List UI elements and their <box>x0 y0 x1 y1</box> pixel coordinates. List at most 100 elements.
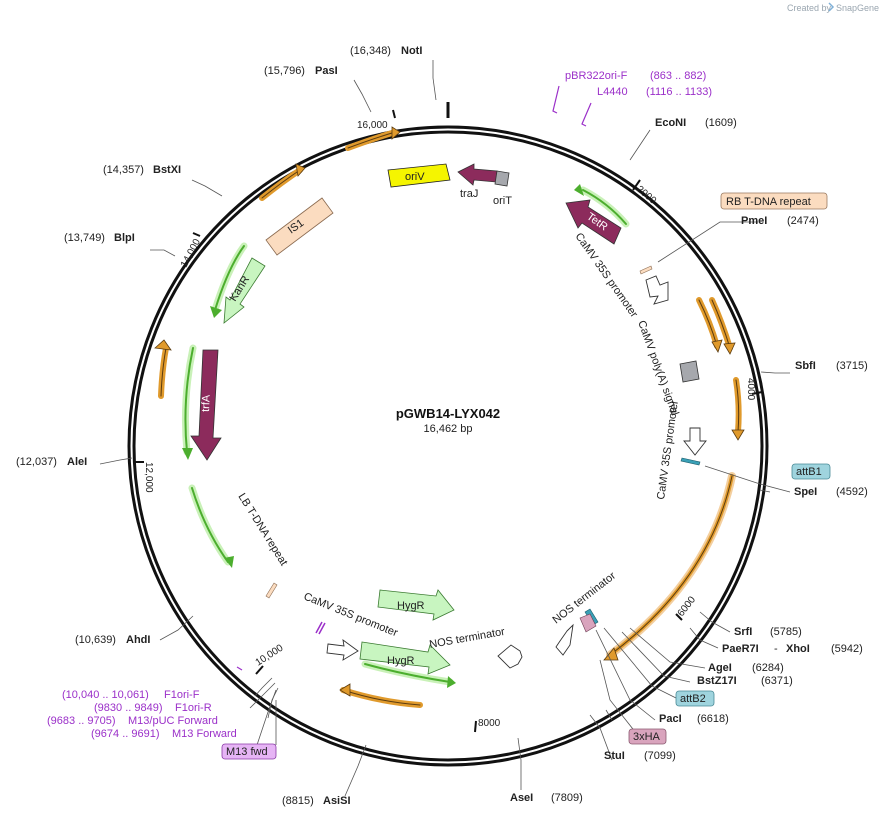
site-stuI: StuI <box>604 750 625 762</box>
site-bstxI: BstXI <box>153 164 181 176</box>
tick-16000 <box>392 109 396 119</box>
tick-label-4000: 4000 <box>745 378 756 401</box>
feature-kanr <box>223 257 266 324</box>
boxed-3xha: 3xHA <box>628 728 667 745</box>
site-notI: NotI <box>401 45 422 57</box>
site-aseI: AseI <box>510 792 533 804</box>
orf-arc-8800 <box>340 687 423 708</box>
primer-labels: pBR322ori-F (863 .. 882) L4440 (1116 .. … <box>47 70 712 740</box>
site-blpI: BlpI <box>114 232 135 244</box>
primer-marks <box>236 85 592 671</box>
site-pasI-pos: (15,796) <box>264 65 305 77</box>
feature-nos-terminator-2 <box>555 623 574 656</box>
site-sbfI-pos: (3715) <box>836 360 868 372</box>
feature-hygr-lower <box>359 641 451 675</box>
site-econI-pos: (1609) <box>705 117 737 129</box>
site-paer7I-pos: (5942) <box>831 643 863 655</box>
primer-pbr322ori-f: pBR322ori-F <box>565 70 628 82</box>
site-asisI-pos: (8815) <box>282 795 314 807</box>
green-arc-1800 <box>582 189 627 225</box>
tick-label-8000: 8000 <box>478 718 501 729</box>
orf-arrowheads <box>154 126 745 697</box>
boxed-attb2: attB2 <box>675 690 715 707</box>
green-arc-11500 <box>191 487 229 563</box>
label-nos-terminator-1: NOS terminator <box>428 626 506 651</box>
tick-4000 <box>751 391 763 395</box>
label-hygr-lower: HygR <box>387 655 415 667</box>
feature-camv-promoter-2 <box>683 427 707 456</box>
boxed-rb-repeat-text: RB T-DNA repeat <box>726 196 811 208</box>
label-traj: traJ <box>460 188 478 200</box>
site-stuI-pos: (7099) <box>644 750 676 762</box>
site-paer7I: PaeR7I <box>722 643 759 655</box>
site-ageI: AgeI <box>708 662 732 674</box>
feature-3xha-mark <box>579 613 597 633</box>
tick-14000 <box>192 232 201 237</box>
feature-orit <box>494 170 510 187</box>
tick-label-12000: 12,000 <box>143 462 154 493</box>
site-srfI: SrfI <box>734 626 752 638</box>
site-blpI-pos: (13,749) <box>64 232 105 244</box>
feature-traj <box>457 163 498 186</box>
label-camv-promoter-2: CaMV 35S promoter <box>655 399 681 500</box>
green-arcs <box>181 186 630 686</box>
orf-arc-5000 <box>608 474 734 657</box>
label-orit: oriT <box>493 195 512 207</box>
boxed-3xha-text: 3xHA <box>633 731 661 743</box>
site-pacI: PacI <box>659 713 682 725</box>
feature-rb-repeat-mark <box>639 265 653 275</box>
primer-m13puc-fwd-range: (9683 .. 9705) <box>47 715 116 727</box>
primer-l4440: L4440 <box>597 86 628 98</box>
tick-6000 <box>675 613 683 621</box>
snapgene-brand: SnapGene <box>836 3 879 13</box>
feature-lb-repeat-mark <box>265 582 278 599</box>
site-pmeI: PmeI <box>741 215 767 227</box>
site-pacI-pos: (6618) <box>697 713 729 725</box>
green-arc-hygr <box>364 663 451 683</box>
feature-tetr <box>565 199 622 245</box>
plasmid-name: pGWB14-LYX042 <box>396 406 500 421</box>
feature-trfa <box>190 349 222 461</box>
site-leader-lines <box>99 60 791 797</box>
feature-oriv <box>387 163 451 188</box>
primer-f1ori-f: F1ori-F <box>164 689 200 701</box>
site-xhoI: XhoI <box>786 643 810 655</box>
site-aleI: AleI <box>67 456 87 468</box>
site-aseI-pos: (7809) <box>551 792 583 804</box>
feature-attb1-mark <box>680 457 701 466</box>
feature-camv-polya-box <box>679 360 700 383</box>
primer-f1ori-r-range: (9830 .. 9849) <box>94 702 163 714</box>
backbone-outer <box>127 125 769 767</box>
primer-pbr322ori-f-range: (863 .. 882) <box>650 70 706 82</box>
site-pmeI-pos: (2474) <box>787 215 819 227</box>
site-srfI-pos: (5785) <box>770 626 802 638</box>
site-ahdI: AhdI <box>126 634 150 646</box>
boxed-attb1-text: attB1 <box>796 466 822 478</box>
site-pasI: PasI <box>315 65 338 77</box>
site-sbfI: SbfI <box>795 360 816 372</box>
backbone-inner <box>132 130 764 762</box>
green-arc-12800 <box>184 347 194 453</box>
boxed-attb1: attB1 <box>791 463 831 480</box>
orf-arc-5000-halo <box>606 472 736 659</box>
green-arrowheads <box>182 184 584 688</box>
site-ageI-pos: (6284) <box>752 662 784 674</box>
tick-label-10000: 10,000 <box>254 642 286 668</box>
boxed-rb-repeat: RB T-DNA repeat <box>720 192 828 210</box>
primer-f1ori-f-range: (10,040 .. 10,061) <box>62 689 149 701</box>
tick-10000 <box>255 665 264 675</box>
feature-lb-purple-mark <box>315 621 326 635</box>
primer-f1ori-r: F1ori-R <box>175 702 212 714</box>
site-aleI-pos: (12,037) <box>16 456 57 468</box>
label-oriv: oriV <box>405 171 425 183</box>
site-speI-pos: (4592) <box>836 486 868 498</box>
label-hygr-upper: HygR <box>397 600 425 612</box>
boxed-m13fwd-text: M13 fwd <box>226 746 268 758</box>
site-bstxI-pos: (14,357) <box>103 164 144 176</box>
feature-is1 <box>265 197 334 256</box>
feature-nos-terminator-1 <box>497 644 523 669</box>
green-arc-14000 <box>214 245 245 311</box>
position-ticks <box>134 102 763 733</box>
site-notI-pos: (16,348) <box>350 45 391 57</box>
primer-l4440-range: (1116 .. 1133) <box>646 86 712 98</box>
